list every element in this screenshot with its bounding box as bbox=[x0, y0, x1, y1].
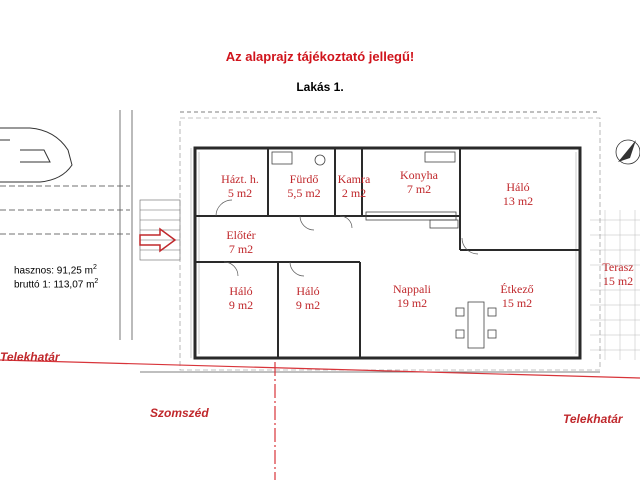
north-arrow-icon bbox=[615, 139, 640, 165]
apartment-title: Lakás 1. bbox=[296, 80, 344, 94]
plot-boundary bbox=[0, 359, 640, 480]
plot-boundary-label-right: Telekhatár bbox=[563, 412, 623, 426]
room-label-utility: Házt. h.5 m2 bbox=[221, 172, 259, 200]
roof-outline bbox=[179, 117, 601, 371]
terrace-paving bbox=[590, 210, 640, 360]
bathroom-fixtures bbox=[271, 151, 326, 166]
wall-hatch bbox=[190, 148, 577, 358]
door-swings bbox=[215, 199, 479, 277]
dimension-lines bbox=[119, 110, 600, 373]
kitchen-counter bbox=[365, 151, 459, 229]
inner-walls bbox=[195, 148, 580, 358]
access-lines bbox=[0, 185, 130, 235]
disclaimer-notice: Az alaprajz tájékoztató jellegű! bbox=[225, 49, 415, 64]
dining-table bbox=[455, 301, 497, 349]
plot-boundary-label-left: Telekhatár bbox=[0, 350, 60, 364]
usable-area-label: hasznos: 91,25 m2 bbox=[14, 264, 97, 277]
car-icon bbox=[0, 127, 73, 183]
outer-walls bbox=[193, 146, 582, 360]
entrance-arrow-icon bbox=[139, 227, 177, 253]
gross-area-label: bruttó 1: 113,07 m2 bbox=[14, 278, 99, 291]
neighbor-label: Szomszéd bbox=[150, 406, 209, 420]
